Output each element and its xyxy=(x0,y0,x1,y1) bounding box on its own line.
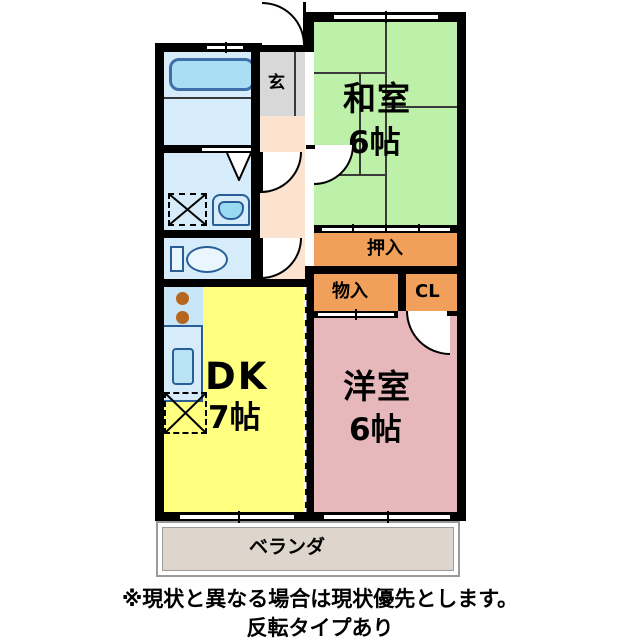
note-line-2: 反転タイプあり xyxy=(246,616,394,640)
wall-between-storage-closet xyxy=(398,274,406,311)
washroom-door-panel xyxy=(259,152,263,193)
oshiire-fusuma-mullion-1 xyxy=(352,224,354,235)
washitsu-door-panel xyxy=(306,145,315,149)
wall-bottom xyxy=(155,512,466,521)
stove-burner-2 xyxy=(176,311,189,324)
kitchen-sink xyxy=(172,348,194,385)
bath-divider-line xyxy=(164,97,260,99)
yoshitsu-window-mullion xyxy=(387,511,389,523)
dk-size-label: 7帖 xyxy=(208,400,261,436)
dk-window xyxy=(178,513,296,521)
wall-bath-right xyxy=(251,145,260,279)
toilet-tank xyxy=(170,246,184,272)
washitsu-name-label: 和室 xyxy=(343,79,411,118)
closet-door-jamb xyxy=(447,311,457,316)
washitsu-size-label: 6帖 xyxy=(348,125,401,161)
tatami-line-6 xyxy=(385,106,387,225)
oshiire-fusuma-mullion-2 xyxy=(385,224,387,235)
oshiire-fusuma-mullion-3 xyxy=(418,224,420,235)
room-mononyure xyxy=(314,274,398,311)
tatami-line-5 xyxy=(359,72,361,174)
tatami-line-1 xyxy=(385,22,387,108)
entrance-door-swing xyxy=(262,2,305,45)
genkan-label: 玄 xyxy=(268,73,285,93)
dk-name-label: DK xyxy=(205,355,269,398)
mononyure-door-mullion xyxy=(355,309,357,320)
wall-dk-right xyxy=(305,266,314,512)
wall-genkan-right xyxy=(305,12,314,52)
wall-dk-top xyxy=(155,279,305,287)
toilet-bowl xyxy=(186,246,228,273)
bath-window-mullion xyxy=(225,42,227,53)
refrigerator-space-cross-icon xyxy=(164,392,207,434)
wall-bath-right-upper xyxy=(251,52,260,145)
room-closet xyxy=(406,274,457,311)
wall-washroom-bottom xyxy=(164,230,260,238)
tatami-line-3 xyxy=(385,106,457,108)
wall-top-genkan xyxy=(267,43,312,52)
bathtub xyxy=(169,58,255,91)
washbasin-bowl xyxy=(218,201,244,220)
closet-label: CL xyxy=(415,281,440,302)
tatami-line-2 xyxy=(314,72,385,74)
note-line-1: ※現状と異なる場合は現状優先とします。 xyxy=(121,587,519,611)
genkan-step-line xyxy=(294,52,296,116)
refrigerator-space xyxy=(164,392,207,434)
washitsu-window-mullion xyxy=(385,11,387,23)
washroom-folding-door-icon xyxy=(226,153,252,181)
mononyure-label: 物入 xyxy=(332,281,368,302)
wall-oshiire-bottom xyxy=(314,266,457,274)
dk-window-mullion xyxy=(238,511,240,523)
bath-entry-door xyxy=(200,146,256,153)
dk-yoshitsu-sliding-track xyxy=(303,287,307,512)
entrance-door-panel xyxy=(303,2,306,44)
yoshitsu-name-label: 洋室 xyxy=(343,367,411,406)
stove-burner-1 xyxy=(176,292,189,305)
veranda-floor xyxy=(162,527,454,571)
yoshitsu-size-label: 6帖 xyxy=(349,412,402,448)
tatami-line-4 xyxy=(314,174,385,176)
veranda-label: ベランダ xyxy=(249,536,326,558)
oshiire-label: 押入 xyxy=(367,238,403,259)
washing-machine-space xyxy=(168,193,207,226)
wall-right xyxy=(457,12,466,521)
dk-door-panel xyxy=(259,238,263,279)
washing-machine-space-cross-icon xyxy=(168,193,207,226)
room-genkan xyxy=(260,52,305,116)
room-oshiire xyxy=(314,233,457,266)
